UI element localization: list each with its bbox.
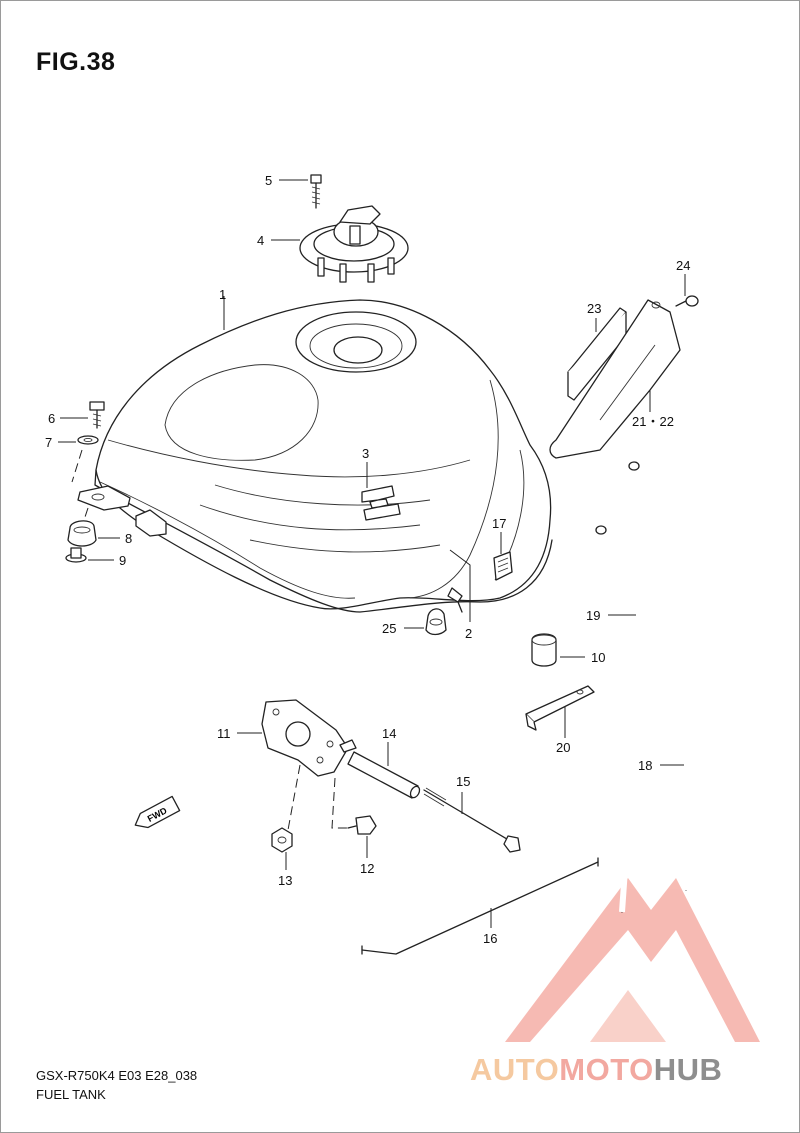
part-6-bolt[interactable] [89, 401, 105, 429]
callout-24[interactable]: 24 [676, 258, 690, 273]
part-2-fitting[interactable] [447, 587, 463, 613]
watermark-hub: HUB [653, 1052, 723, 1087]
part-21-22-cover[interactable] [549, 299, 681, 459]
assembly-line-13 [287, 764, 301, 831]
callout-14[interactable]: 14 [382, 726, 396, 741]
callout-6[interactable]: 6 [48, 411, 55, 426]
callout-9[interactable]: 9 [119, 553, 126, 568]
callout-10[interactable]: 10 [591, 650, 605, 665]
callout-5[interactable]: 5 [265, 173, 272, 188]
assembly-line-6-7 [71, 449, 83, 483]
part-10-cushion[interactable] [531, 633, 557, 667]
callout-20[interactable]: 20 [556, 740, 570, 755]
callout-23[interactable]: 23 [587, 301, 601, 316]
watermark-text: AUTOMOTOHUB [470, 1052, 722, 1088]
part-9-collar[interactable] [65, 547, 87, 563]
part-12-screw[interactable] [347, 815, 377, 835]
part-25-grommet[interactable] [425, 608, 447, 636]
part-15-bolt[interactable] [423, 787, 521, 853]
part-7-washer[interactable] [77, 435, 99, 445]
callout-2[interactable]: 2 [465, 626, 472, 641]
watermark-moto: MOTO [559, 1052, 654, 1087]
part-24-screw[interactable] [675, 295, 699, 307]
callout-1[interactable]: 1 [219, 287, 226, 302]
watermark-auto: AUTO [470, 1052, 560, 1087]
assembly-line-8 [83, 507, 89, 521]
callout-16[interactable]: 16 [483, 931, 497, 946]
model-code: GSX-R750K4 E03 E28_038 [36, 1068, 198, 1083]
callout-4[interactable]: 4 [257, 233, 264, 248]
leader-2 [449, 549, 471, 622]
part-13-nut[interactable] [271, 827, 293, 853]
callout-3[interactable]: 3 [362, 446, 369, 461]
callout-15[interactable]: 15 [456, 774, 470, 789]
part-14-pipe[interactable] [347, 751, 421, 799]
tank-mounting-bracket[interactable] [77, 485, 167, 537]
part-18-hose[interactable] [628, 452, 689, 891]
assembly-line-12 [331, 777, 350, 829]
callout-21-22[interactable]: 21・22 [632, 414, 674, 429]
part-20-bracket[interactable] [525, 685, 595, 731]
watermark-logo-icon [505, 878, 760, 1042]
part-4-fuel-cap[interactable] [299, 205, 409, 283]
part-23-pad[interactable] [567, 307, 627, 401]
part-17-label[interactable] [493, 551, 513, 581]
part-5-screw[interactable] [310, 174, 322, 209]
callout-17[interactable]: 17 [492, 516, 506, 531]
figure-title: FIG.38 [36, 48, 116, 76]
part-8-cushion[interactable] [67, 520, 97, 547]
diagram-caption: GSX-R750K4 E03 E28_038 FUEL TANK [36, 1066, 197, 1104]
part-1-fuel-tank[interactable] [94, 299, 553, 613]
callout-18[interactable]: 18 [638, 758, 652, 773]
caption-name: FUEL TANK [36, 1087, 106, 1102]
callout-11[interactable]: 11 [217, 726, 231, 741]
part-11-hinge-plate[interactable] [261, 699, 357, 777]
callout-7[interactable]: 7 [45, 435, 52, 450]
part-16-prop-rod[interactable] [361, 857, 599, 955]
forward-arrow-icon: FWD [134, 795, 181, 829]
part-19-hose[interactable] [595, 509, 654, 913]
callout-13[interactable]: 13 [278, 873, 292, 888]
callout-19[interactable]: 19 [586, 608, 600, 623]
callout-12[interactable]: 12 [360, 861, 374, 876]
callout-25[interactable]: 25 [382, 621, 396, 636]
part-3-emblem[interactable] [361, 485, 401, 521]
callout-8[interactable]: 8 [125, 531, 132, 546]
